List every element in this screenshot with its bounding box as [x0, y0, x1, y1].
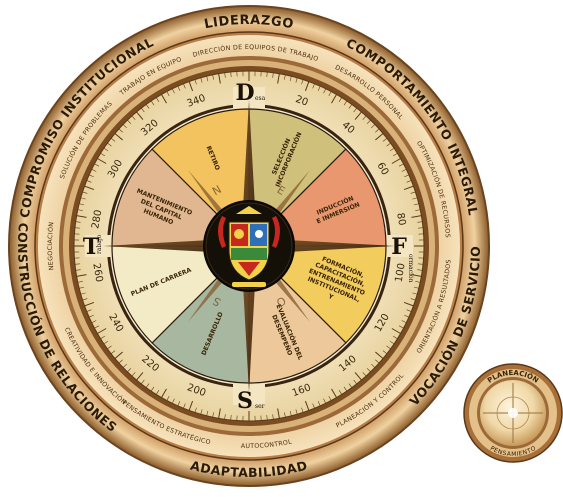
- cardinal-word: rabajo: [96, 234, 103, 254]
- cardinal-word: esa: [255, 95, 266, 102]
- cardinal-word: ormación: [407, 254, 414, 283]
- cardinal-letter: D: [235, 80, 254, 106]
- cardinal-word: ser: [255, 403, 265, 410]
- cardinal-letter: S: [237, 388, 253, 414]
- institution-emblem: [203, 200, 295, 292]
- planeacion-compass: [464, 364, 562, 462]
- cardinal-letter: F: [391, 234, 407, 260]
- scale-tick-label: 80: [394, 212, 407, 226]
